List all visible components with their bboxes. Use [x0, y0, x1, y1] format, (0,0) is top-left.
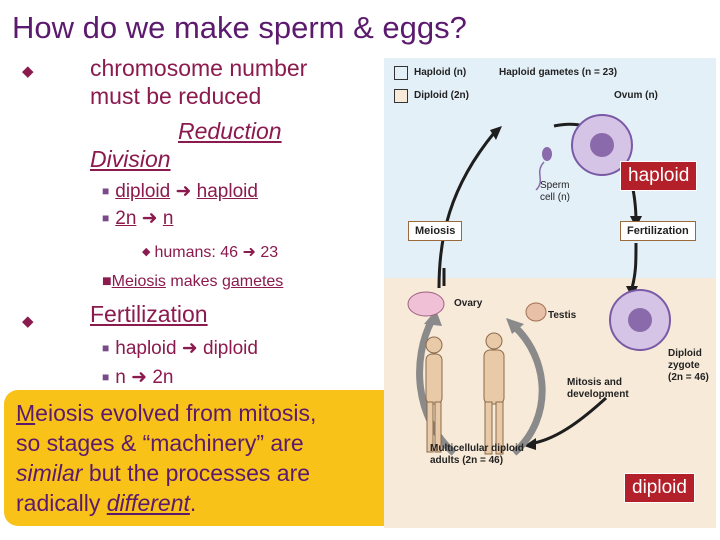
sperm-label-2: cell (n) [540, 192, 571, 203]
bullet-diamond-icon: ◆ [22, 63, 34, 80]
fertilization-tag: Fertilization [620, 221, 696, 241]
square-bullet-icon: ■ [102, 341, 110, 355]
haploid-red-label: haploid [620, 161, 698, 191]
diamond-bullet-icon: ◆ [142, 246, 151, 258]
zygote-label-3: (2n = 46) [668, 372, 709, 383]
bullet1-line2: must be reduced [90, 83, 262, 109]
sub-2n-n: ■2n ➜ n [102, 208, 174, 229]
sub-humans: ◆humans: 46 ➜ 23 [142, 244, 279, 261]
zygote-label-2: zygote [668, 360, 700, 371]
legend-diploid: Diploid (2n) [414, 90, 469, 101]
legend-haploid: Haploid (n) [414, 67, 467, 78]
callout-box: Meiosis evolved from mitosis, so stages … [4, 390, 426, 526]
callout-line4: radically different. [16, 490, 197, 516]
mitosis-label-1: Mitosis and [567, 377, 623, 388]
square-bullet-icon: ■ [102, 273, 112, 290]
sub-haploid-diploid: ■haploid ➜ diploid [102, 338, 258, 359]
square-bullet-icon: ■ [102, 184, 110, 198]
legend-diploid-swatch [394, 89, 408, 103]
sub-diploid-haploid: ■diploid ➜ haploid [102, 181, 258, 202]
callout-line3: similar but the processes are [16, 460, 311, 486]
testis-label: Testis [548, 310, 577, 321]
zygote-label-1: Diploid [668, 348, 702, 359]
bullet-diamond-icon: ◆ [22, 313, 34, 330]
square-bullet-icon: ■ [102, 370, 110, 384]
bullet1-division: Division [90, 146, 171, 172]
cycle-arrows [407, 114, 671, 456]
ovum-label: Ovum (n) [614, 90, 658, 101]
callout-line1: Meiosis evolved from mitosis, [16, 400, 317, 426]
sub-n-2n: ■n ➜ 2n [102, 367, 174, 388]
diploid-red-label: diploid [624, 473, 695, 503]
callout-line2: so stages & “machinery” are [16, 430, 304, 456]
adults-label-2: adults (2n = 46) [430, 455, 504, 466]
mitosis-label-2: development [567, 389, 629, 400]
adults-label-1: Multicellular diploid [430, 443, 524, 454]
slide-title: How do we make sperm & eggs? [12, 10, 467, 45]
haploid-gametes-label: Haploid gametes (n = 23) [499, 67, 618, 78]
meiosis-tag: Meiosis [408, 221, 463, 241]
sperm-label-1: Sperm [540, 180, 570, 191]
bullet2-fertilization: Fertilization [90, 301, 208, 327]
ovary-label: Ovary [454, 298, 483, 309]
life-cycle-diagram: Haploid (n) Diploid (2n) Haploid gametes… [384, 58, 716, 528]
square-bullet-icon: ■ [102, 211, 110, 225]
bullet1-reduction: Reduction [178, 118, 282, 144]
bullet1-line1: chromosome number [90, 55, 308, 81]
legend-haploid-swatch [394, 66, 408, 80]
sub-meiosis-gametes: ■Meiosis makes gametes [102, 273, 284, 290]
